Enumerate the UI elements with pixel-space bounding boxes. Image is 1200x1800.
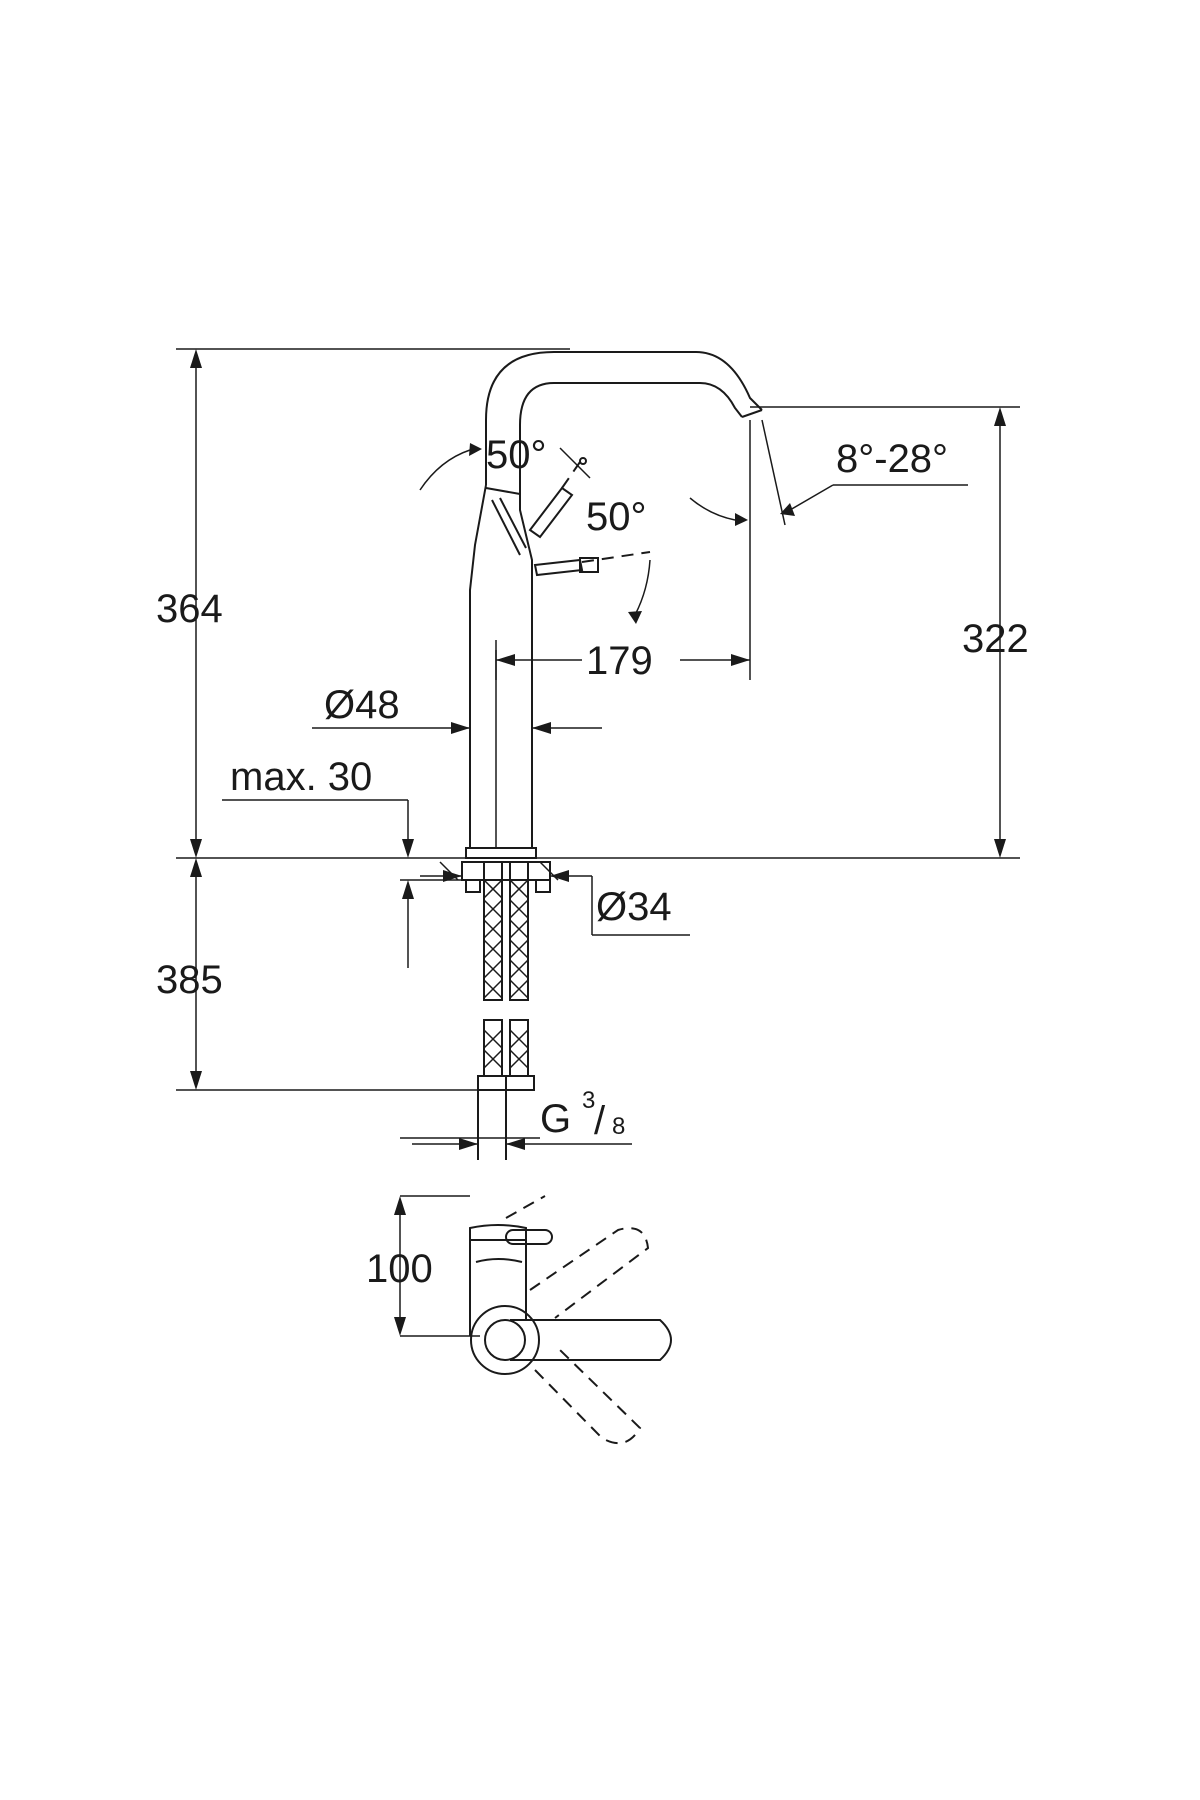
extension-lines (176, 348, 1020, 1139)
label-max-30: max. 30 (230, 755, 372, 799)
label-connection-slash: / (594, 1099, 606, 1143)
top-view (469, 1195, 672, 1445)
lever-positions (419, 419, 968, 624)
label-lever-angle-side: 50° (586, 495, 647, 539)
label-179: 179 (586, 639, 653, 683)
label-connection-numerator: 3 (582, 1087, 595, 1114)
faucet-body (465, 351, 763, 859)
label-diameter-48: Ø48 (324, 683, 400, 727)
label-322: 322 (962, 617, 1029, 661)
label-lever-angle-top: 50° (486, 433, 547, 477)
label-385: 385 (156, 958, 223, 1002)
label-connection-denominator: 8 (612, 1113, 625, 1140)
label-spout-angle: 8°-28° (836, 437, 948, 481)
label-364: 364 (156, 587, 223, 631)
label-diameter-34: Ø34 (596, 885, 672, 929)
dimension-lines (190, 349, 1006, 1337)
label-connection-g: G (540, 1097, 571, 1141)
dimension-labels: 364 385 322 179 Ø48 max. 30 Ø34 8°-28° 5… (156, 433, 1029, 1291)
label-100: 100 (366, 1247, 433, 1291)
